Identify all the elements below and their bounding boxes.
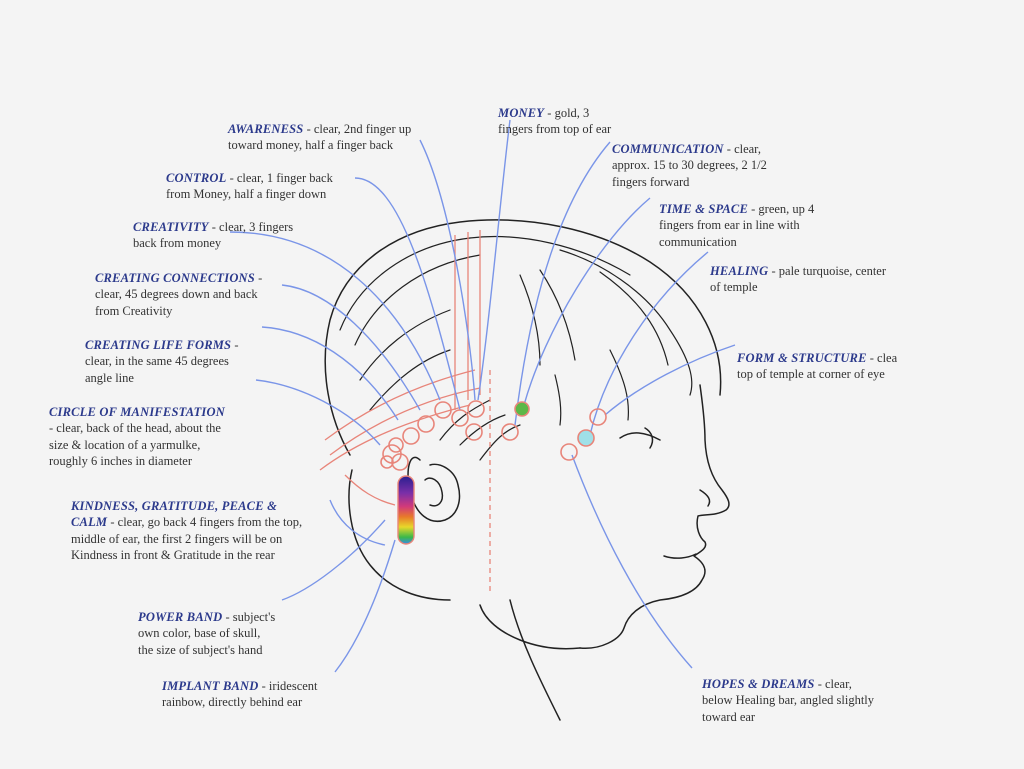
ring-circle-manifestation-2 bbox=[391, 453, 409, 471]
label-kindness: KINDNESS, GRATITUDE, PEACE & CALM - clea… bbox=[71, 481, 302, 564]
ring-kindness bbox=[388, 437, 404, 453]
label-title: POWER BAND bbox=[138, 609, 223, 624]
label-form-structure: FORM & STRUCTURE - clea top of temple at… bbox=[737, 333, 897, 383]
label-desc: - green, up 4 fingers from ear in line w… bbox=[659, 201, 815, 249]
label-title: CIRCLE OF MANIFESTATION bbox=[49, 404, 225, 419]
label-time-space: TIME & SPACE - green, up 4 fingers from … bbox=[659, 184, 814, 250]
pointer-lines bbox=[229, 119, 736, 673]
label-desc: - clear, 45 degrees down and back from C… bbox=[95, 270, 263, 318]
label-desc: - clear, back of the head, about the siz… bbox=[49, 421, 221, 468]
ring-healing bbox=[577, 429, 595, 447]
label-desc: - pale turquoise, center of temple bbox=[710, 263, 887, 295]
label-title: CREATIVITY bbox=[133, 219, 209, 234]
ring-hopes-dreams bbox=[560, 443, 578, 461]
label-power-band: POWER BAND - subject's own color, base o… bbox=[138, 592, 275, 658]
ring-creating-connections bbox=[417, 415, 435, 433]
label-desc: - clear, 1 finger back from Money, half … bbox=[166, 170, 333, 202]
red-guides bbox=[319, 230, 491, 595]
label-hopes-dreams: HOPES & DREAMS - clear, below Healing ba… bbox=[702, 659, 874, 725]
implant-band-rainbow bbox=[397, 475, 415, 545]
label-desc: - subject's own color, base of skull, th… bbox=[138, 609, 276, 657]
label-creating-connections: CREATING CONNECTIONS - clear, 45 degrees… bbox=[95, 253, 262, 319]
label-implant-band: IMPLANT BAND - iridescent rainbow, direc… bbox=[162, 661, 318, 711]
label-title: TIME & SPACE bbox=[659, 201, 748, 216]
label-title: IMPLANT BAND bbox=[162, 678, 259, 693]
label-desc: - clear, approx. 15 to 30 degrees, 2 1/2… bbox=[612, 141, 767, 189]
chakra-rings bbox=[380, 400, 607, 471]
ring-money bbox=[501, 423, 519, 441]
label-desc: - clear, in the same 45 degrees angle li… bbox=[85, 337, 239, 385]
label-title: HOPES & DREAMS bbox=[702, 676, 815, 691]
label-desc: - clear, below Healing bar, angled sligh… bbox=[702, 676, 875, 724]
label-desc: - clear, 2nd finger up toward money, hal… bbox=[228, 121, 412, 153]
ring-awareness bbox=[467, 400, 485, 418]
label-title: KINDNESS, GRATITUDE, PEACE & CALM bbox=[71, 498, 277, 530]
ring-control bbox=[451, 409, 469, 427]
label-title: CONTROL bbox=[166, 170, 227, 185]
label-title: FORM & STRUCTURE bbox=[737, 350, 867, 365]
ring-circle-manifestation-3 bbox=[380, 455, 394, 469]
ring-form-structure bbox=[589, 408, 607, 426]
ring-creating-life-forms bbox=[402, 427, 420, 445]
label-creativity: CREATIVITY - clear, 3 fingers back from … bbox=[133, 202, 293, 252]
label-desc: - clear, 3 fingers back from money bbox=[133, 219, 294, 251]
ring-creativity bbox=[434, 401, 452, 419]
label-control: CONTROL - clear, 1 finger back from Mone… bbox=[166, 153, 333, 203]
label-title: COMMUNICATION bbox=[612, 141, 724, 156]
label-title: CREATING CONNECTIONS bbox=[95, 270, 255, 285]
label-healing: HEALING - pale turquoise, center of temp… bbox=[710, 246, 886, 296]
label-circle-of-manifestation: CIRCLE OF MANIFESTATION - clear, back of… bbox=[49, 387, 225, 470]
ring-communication bbox=[465, 423, 483, 441]
label-title: AWARENESS bbox=[228, 121, 304, 136]
label-money: MONEY - gold, 3 fingers from top of ear bbox=[498, 88, 611, 138]
label-desc: - clea top of temple at corner of eye bbox=[737, 350, 898, 382]
label-awareness: AWARENESS - clear, 2nd finger up toward … bbox=[228, 104, 411, 154]
label-title: MONEY bbox=[498, 105, 545, 120]
head-outline bbox=[324, 219, 730, 721]
label-title: HEALING bbox=[710, 263, 769, 278]
label-desc: - clear, go back 4 fingers from the top,… bbox=[71, 515, 303, 562]
ring-time-space bbox=[514, 401, 530, 417]
label-title: CREATING LIFE FORMS bbox=[85, 337, 232, 352]
label-creating-life-forms: CREATING LIFE FORMS - clear, in the same… bbox=[85, 320, 239, 386]
label-communication: COMMUNICATION - clear, approx. 15 to 30 … bbox=[612, 124, 767, 190]
label-desc: - gold, 3 fingers from top of ear bbox=[498, 105, 612, 137]
label-desc: - iridescent rainbow, directly behind ea… bbox=[162, 678, 318, 710]
